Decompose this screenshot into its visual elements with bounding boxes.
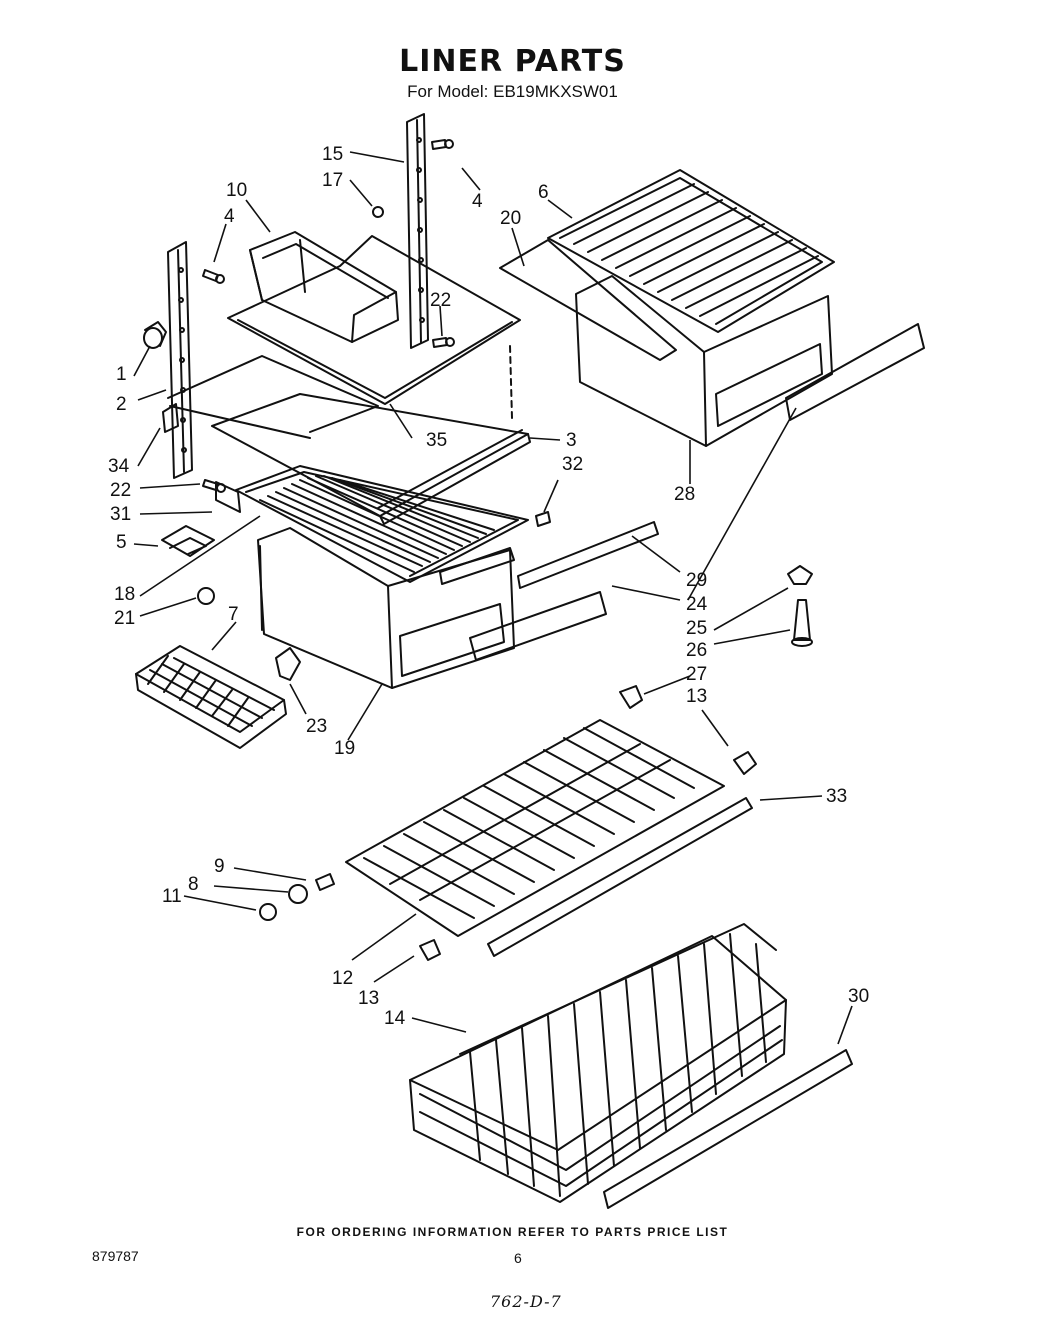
screw-part	[432, 337, 455, 348]
callout-21: 21	[114, 608, 135, 629]
shelf-bracket-part	[499, 239, 677, 361]
callout-12: 12	[332, 968, 353, 989]
clip-part	[161, 525, 215, 557]
callout-4: 4	[472, 191, 483, 212]
ordering-info-note: FOR ORDERING INFORMATION REFER TO PARTS …	[296, 1225, 729, 1239]
shelf-3-part	[211, 393, 531, 525]
screw-part	[315, 873, 335, 891]
callout-14: 14	[384, 1008, 406, 1029]
drawer-front-trim	[517, 521, 659, 589]
dairy-bin-part	[249, 231, 399, 343]
callout-2: 2	[116, 394, 127, 415]
wire-shelf-trim	[487, 797, 753, 957]
drawer-front-trim	[439, 547, 515, 585]
callout-22: 22	[430, 290, 451, 311]
callout-1: 1	[116, 364, 127, 385]
ice-tray-part	[135, 645, 287, 749]
callout-27: 27	[686, 664, 707, 685]
page-title: LINER PARTS	[399, 44, 626, 79]
left-shelf-rail	[167, 241, 193, 479]
shelf-frame-part	[167, 355, 379, 439]
screw-part	[202, 479, 226, 493]
screw-part	[431, 139, 454, 150]
callout-20: 20	[500, 208, 521, 229]
callout-17: 17	[322, 170, 343, 191]
callout-13: 13	[686, 686, 707, 707]
callout-8: 10	[226, 180, 247, 201]
wire-shelf-part	[345, 719, 725, 937]
callout-18: 18	[114, 584, 135, 605]
washer-part	[288, 884, 308, 904]
page-number: 6	[514, 1250, 522, 1266]
hinge-part	[733, 751, 757, 775]
callout-32: 32	[562, 454, 583, 475]
screw-part	[202, 269, 225, 284]
callout-7: 7	[228, 604, 239, 625]
crisper-drawer-right	[575, 275, 925, 447]
bushing-part	[197, 587, 215, 605]
callout-25: 25	[686, 618, 707, 639]
callout-9: 9	[214, 856, 225, 877]
wire-basket-part	[409, 923, 787, 1203]
shelf-button-part	[143, 321, 167, 349]
callout-31: 31	[110, 504, 131, 525]
bracket-part	[275, 647, 301, 681]
callout-33: 33	[826, 786, 847, 807]
callout-28: 28	[674, 484, 695, 505]
callout-23: 23	[306, 716, 327, 737]
callout-4: 4	[224, 206, 235, 227]
callout-19: 19	[334, 738, 355, 759]
callout-22: 22	[110, 480, 131, 501]
leveling-leg-part	[787, 565, 813, 647]
upper-right-ribbed-shelf	[547, 169, 835, 333]
leader-lines	[133, 151, 853, 1045]
callout-3: 3	[566, 430, 577, 451]
connector-line	[509, 345, 513, 419]
shelf-trim-part	[162, 403, 179, 433]
glass-shelf-upper	[227, 235, 521, 405]
callout-30: 30	[848, 986, 869, 1007]
hinge-part	[419, 939, 441, 961]
handwritten-code: 762-D-7	[490, 1292, 562, 1311]
callout-6: 6	[538, 182, 549, 203]
crisper-drawer-left	[257, 527, 515, 689]
document-number: 879787	[92, 1248, 139, 1264]
callout-35: 35	[426, 430, 447, 451]
center-shelf-rail	[406, 113, 429, 349]
callout-labels: 15 17 4 10 4 6 20 22 1 2 35 3 34 22 31 3…	[108, 144, 869, 1029]
callout-10: 8	[188, 874, 199, 895]
callout-11: 11	[162, 886, 182, 907]
callout-34: 34	[108, 456, 130, 477]
callout-13: 13	[358, 988, 379, 1009]
basket-trim-part	[603, 1049, 853, 1209]
hinge-part	[619, 685, 643, 709]
callout-15: 15	[322, 144, 343, 165]
callout-29: 29	[686, 570, 707, 591]
drawer-front-trim	[469, 591, 607, 661]
model-subtitle: For Model: EB19MKXSW01	[407, 82, 618, 101]
callout-26: 26	[686, 640, 707, 661]
nut-part	[259, 903, 277, 921]
callout-24: 24	[686, 594, 708, 615]
callout-5: 5	[116, 532, 127, 553]
ribbed-shelf-part	[215, 465, 551, 583]
plug-part	[372, 206, 384, 218]
